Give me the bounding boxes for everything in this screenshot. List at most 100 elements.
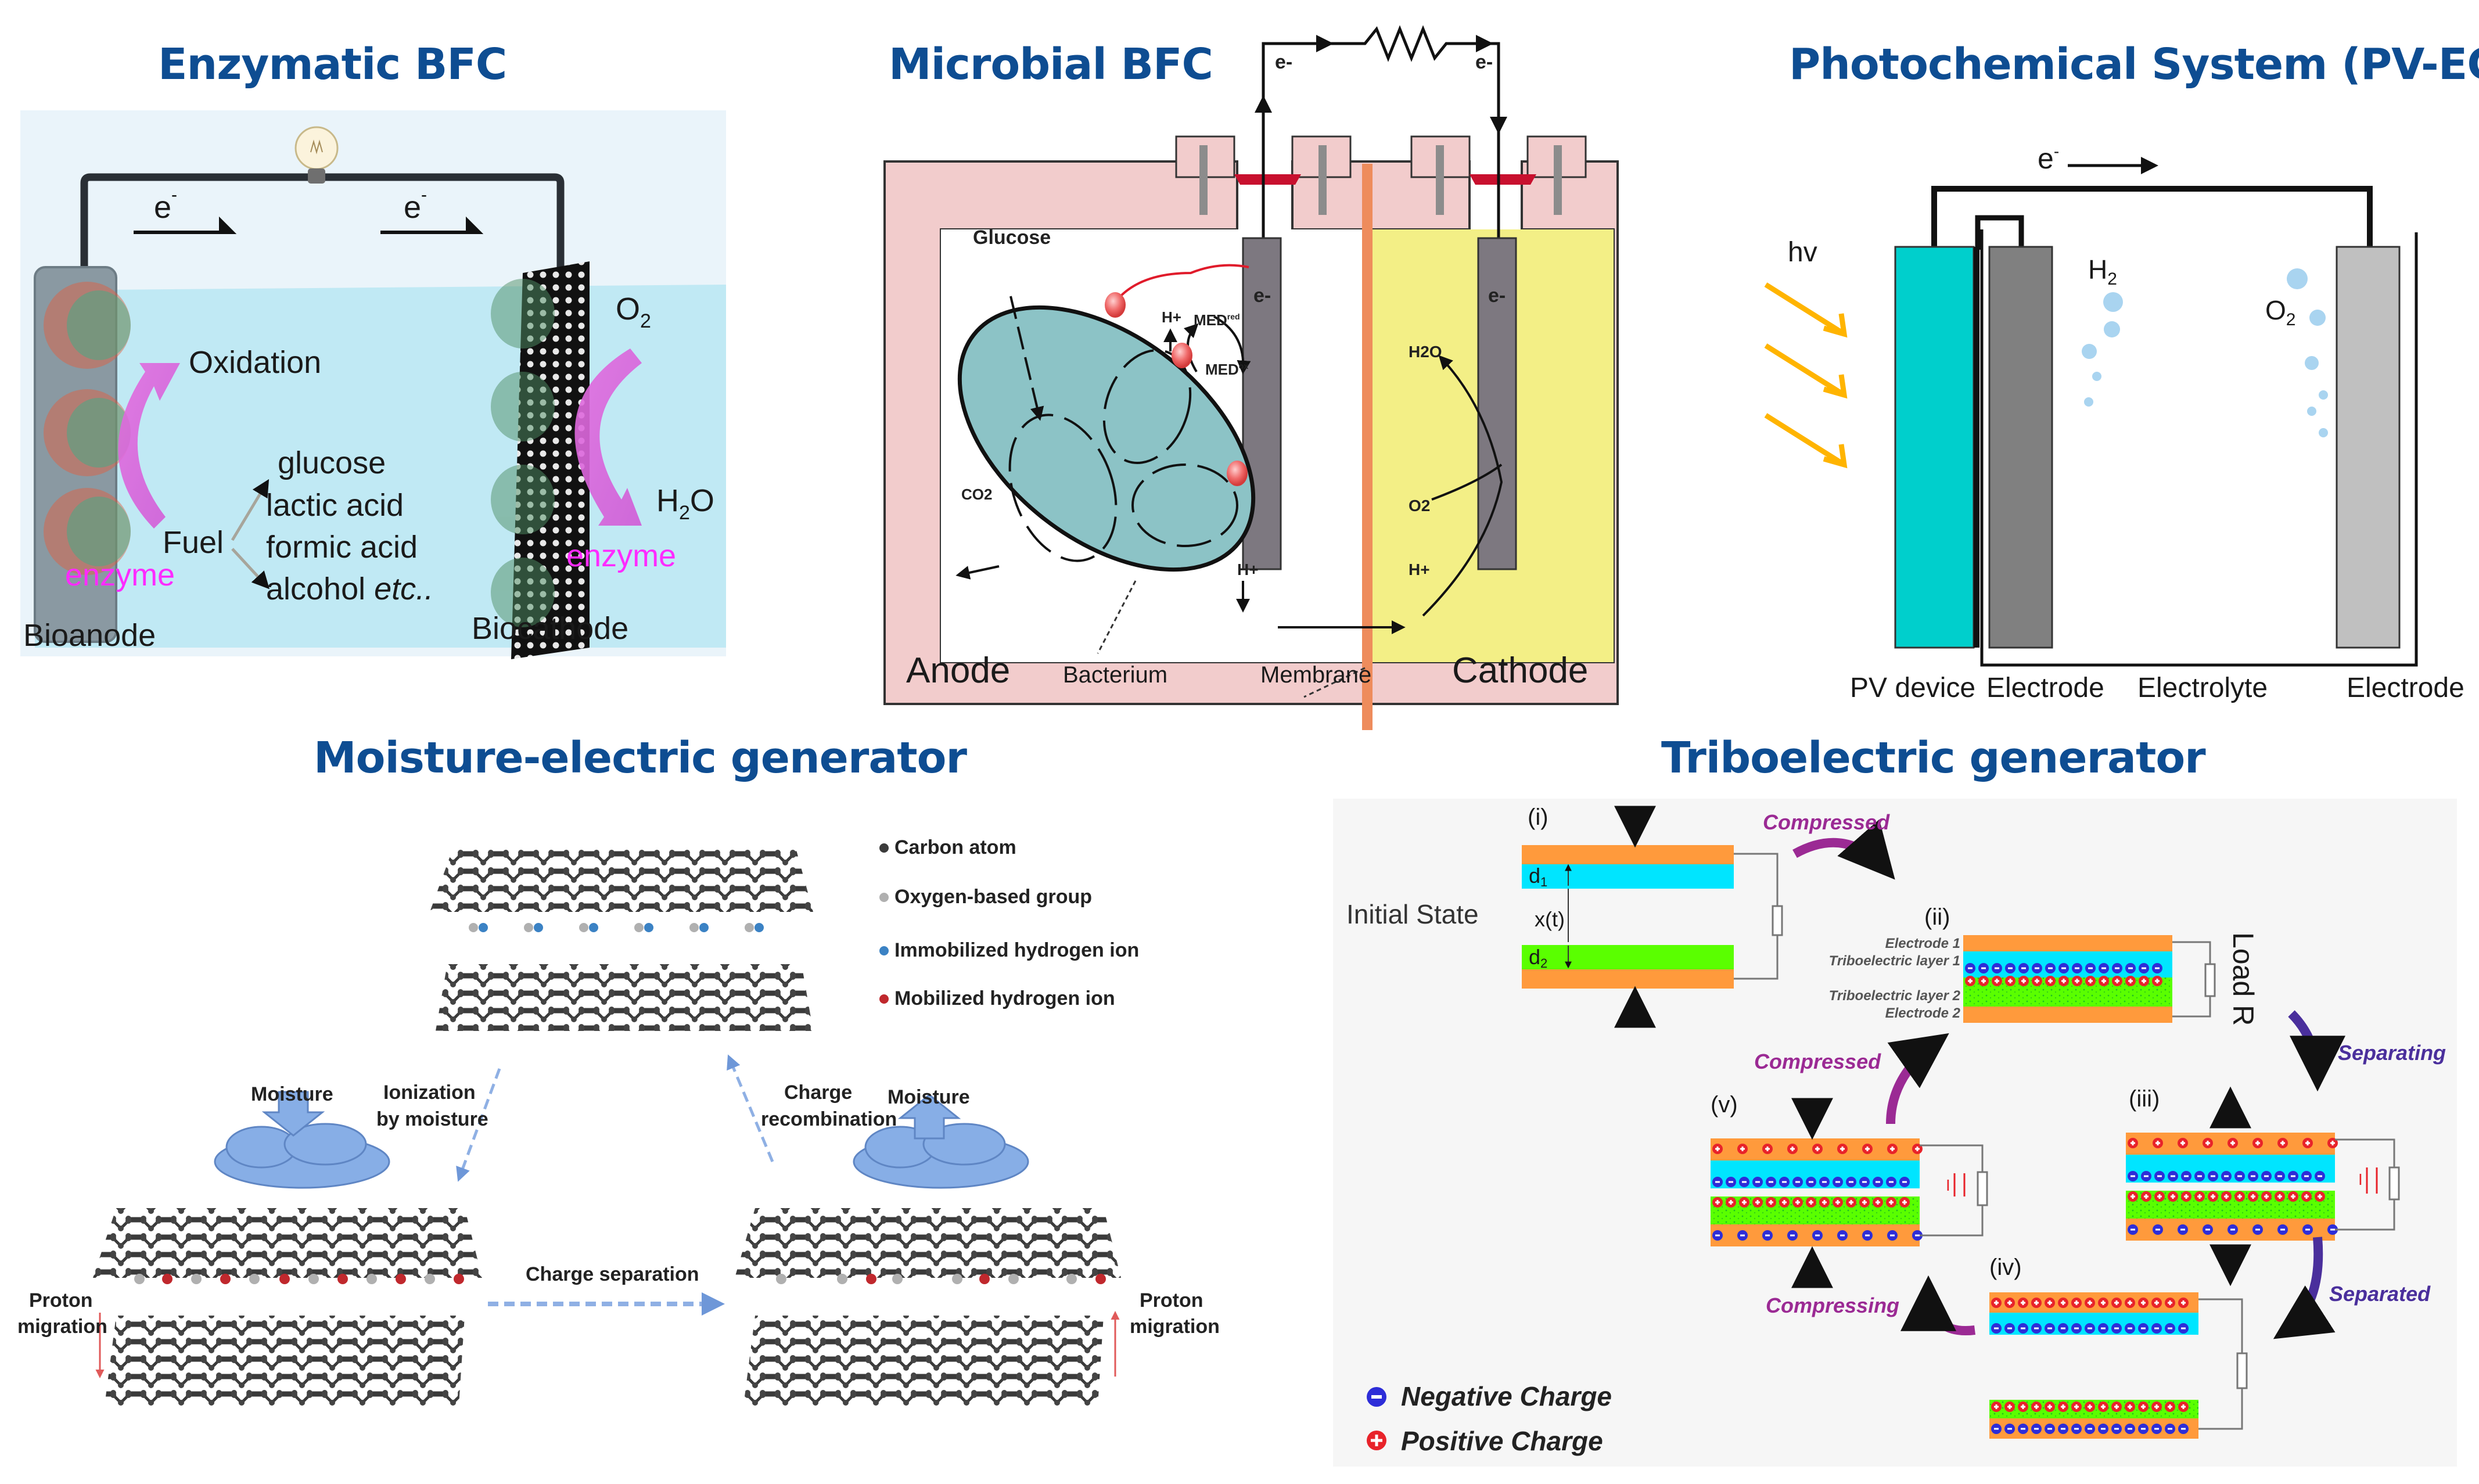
svg-text:e: e <box>154 190 171 225</box>
plus-icon-v <box>1816 1147 1819 1151</box>
enzyme-label-cathode: enzyme <box>566 538 676 573</box>
plus-icon-v <box>1903 1200 1906 1205</box>
minus-icon <box>1822 1181 1827 1183</box>
ion-row-top <box>469 923 764 932</box>
minus-icon <box>2318 1175 2322 1177</box>
electron-label-left: e- <box>1275 51 1292 73</box>
electrolyte-label: Electrolyte <box>2137 673 2268 703</box>
minus-icon <box>2205 1228 2210 1231</box>
minus-icon <box>2047 1428 2052 1430</box>
o2-label: O2 <box>616 292 651 332</box>
graphene-sheet-right-lower <box>743 1316 1104 1406</box>
minus-icon <box>1890 1234 1895 1237</box>
enzyme-cluster-cathode <box>491 279 555 627</box>
plus-icon-v <box>2132 1141 2134 1145</box>
minus-icon <box>1815 1234 1820 1237</box>
glucose-label: Glucose <box>973 227 1051 249</box>
plus-icon-v <box>1837 1200 1839 1205</box>
o2-label: O2 <box>2265 295 2295 329</box>
minus-icon <box>2075 967 2079 969</box>
pv-device <box>1894 246 1975 649</box>
title-triboelectric-generator: Triboelectric generator <box>1661 733 2206 783</box>
plus-icon-v <box>2156 979 2158 983</box>
minus-icon <box>1835 1181 1840 1183</box>
enzyme-label-anode: enzyme <box>65 558 175 592</box>
minus-icon <box>2061 1428 2065 1430</box>
plus-icon-v <box>2155 1300 2158 1305</box>
h2o-label: H2O <box>656 483 714 524</box>
ionization-label-1: Ionization <box>383 1081 476 1104</box>
plus-icon-v <box>1995 1300 1997 1305</box>
proton-migration-right-1: Proton <box>1140 1289 1203 1311</box>
positive-charge-row <box>1712 1144 1923 1154</box>
plus-icon-v <box>2102 1300 2104 1305</box>
plus-icon <box>1371 1435 1382 1446</box>
electron-label-anode: e- <box>1253 285 1271 307</box>
plus-icon-v <box>2182 1141 2184 1145</box>
membrane <box>1362 164 1373 730</box>
fuel-arrow-up <box>231 479 270 541</box>
minus-icon <box>1915 1234 1920 1237</box>
electron-label-right: e- <box>1475 51 1493 73</box>
separated-arrow <box>2273 1237 2336 1339</box>
plus-icon-v <box>2225 1194 2227 1199</box>
med-red-label: MEDred <box>1194 311 1240 329</box>
recombination-arrow <box>727 1054 774 1162</box>
moisture-in-label: Moisture <box>251 1083 333 1105</box>
gas-bubbles <box>2082 268 2328 437</box>
compressed-arrow-left <box>1886 1033 1949 1124</box>
cathode-label: Cathode <box>1452 651 1588 691</box>
plus-icon-v <box>2143 979 2145 983</box>
state-label-ii: (ii) <box>1924 904 1950 930</box>
graphene-sheet-left-lower <box>105 1316 465 1406</box>
plus-icon-v <box>2089 1404 2091 1409</box>
plus-icon-v <box>2062 1300 2064 1305</box>
co2-label: CO2 <box>961 486 992 503</box>
plus-icon-v <box>1791 1147 1794 1151</box>
recombination-label-1: Charge <box>784 1081 852 1104</box>
minus-icon <box>2157 1175 2162 1177</box>
plus-icon-v <box>2116 979 2118 983</box>
plus-icon-v <box>2022 979 2025 983</box>
svg-text:Mobilized hydrogen ion: Mobilized hydrogen ion <box>894 987 1115 1009</box>
sunlight-arrows <box>1764 282 1848 469</box>
enzyme-cluster-anode <box>44 282 131 575</box>
plus-icon-v <box>1891 1147 1894 1151</box>
electron-flow-arrow-left: e - <box>134 185 237 234</box>
minus-icon <box>2021 1428 2025 1430</box>
plus-icon-v <box>1890 1200 1892 1205</box>
minus-icon <box>2230 1228 2235 1231</box>
oxidation-label: Oxidation <box>189 345 321 380</box>
moisture-electric-panel: Carbon atom Oxygen-based group Immobiliz… <box>17 836 1220 1406</box>
minus-icon <box>2224 1175 2229 1177</box>
minus-icon <box>2304 1175 2309 1177</box>
svg-text:Negative Charge: Negative Charge <box>1401 1381 1612 1411</box>
minus-icon <box>2128 1428 2132 1430</box>
plus-icon-v <box>2049 1300 2051 1305</box>
reduction-arrow <box>574 348 642 526</box>
plus-icon-v <box>2306 1141 2309 1145</box>
plus-icon-v <box>1756 1200 1759 1205</box>
minus-icon <box>2008 967 2013 969</box>
negative-charge-row <box>1712 1230 1923 1241</box>
minus-icon <box>1968 967 1973 969</box>
legend-item-immobilized-hydrogen: Immobilized hydrogen ion <box>879 939 1139 961</box>
negative-charge-row <box>1712 1177 1910 1187</box>
svg-text:Triboelectric layer 2: Triboelectric layer 2 <box>1829 988 1961 1004</box>
fuel-arrow-down <box>231 548 270 590</box>
plus-icon-v <box>2265 1194 2268 1199</box>
title-photochemical-system: Photochemical System (PV-EC) <box>1789 39 2479 89</box>
plus-icon-v <box>2103 979 2105 983</box>
plus-icon-v <box>2157 1141 2159 1145</box>
minus-icon <box>2181 1428 2186 1430</box>
minus-icon <box>2255 1228 2260 1231</box>
plus-icon-v <box>1863 1200 1866 1205</box>
electrode-label-left: Electrode <box>1986 673 2104 703</box>
minus-icon <box>1995 967 1999 969</box>
moisture-in-arrow <box>261 1091 325 1137</box>
current-label-iii: I <box>2358 1170 2363 1188</box>
o2-label: O2 <box>1409 497 1430 515</box>
plus-icon-v <box>1770 1200 1772 1205</box>
minus-icon <box>2007 1327 2012 1330</box>
plus-icon-v <box>2282 1141 2284 1145</box>
